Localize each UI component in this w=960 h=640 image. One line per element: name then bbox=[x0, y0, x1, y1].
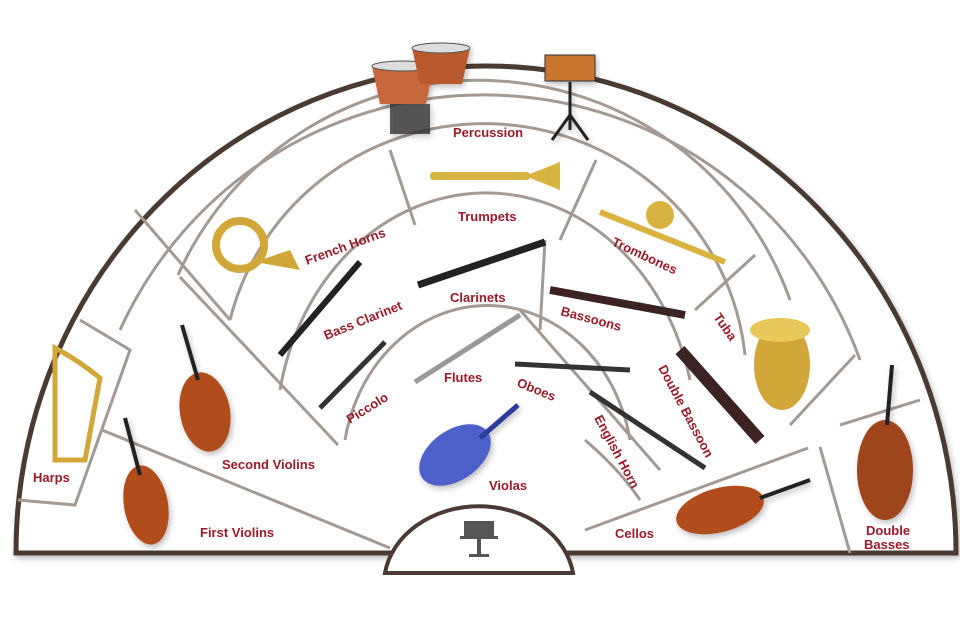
clarinet-icon bbox=[416, 238, 547, 289]
french-horn-icon bbox=[212, 217, 300, 273]
cello-icon bbox=[676, 478, 811, 535]
label-clarinets: Clarinets bbox=[450, 290, 506, 305]
conductor-music-stand-icon bbox=[460, 521, 498, 557]
trombone-icon bbox=[598, 201, 727, 265]
first-violin-icon bbox=[123, 417, 169, 545]
viola-icon bbox=[419, 403, 520, 486]
double-bass-icon bbox=[857, 364, 913, 520]
label-cellos: Cellos bbox=[615, 526, 654, 541]
double-bassoon-icon bbox=[675, 346, 765, 444]
label-harps: Harps bbox=[33, 470, 70, 485]
label-flutes: Flutes bbox=[444, 370, 482, 385]
timpani-icon bbox=[371, 42, 471, 134]
label-violas: Violas bbox=[489, 478, 527, 493]
trumpet-icon bbox=[430, 162, 560, 190]
label-second-violins: Second Violins bbox=[222, 457, 315, 472]
tuba-icon bbox=[750, 318, 810, 410]
bassoon-icon bbox=[549, 286, 686, 319]
label-double-basses-line2: Basses bbox=[864, 537, 910, 552]
snare-drum-icon bbox=[544, 54, 596, 141]
label-percussion: Percussion bbox=[453, 125, 523, 140]
label-first-violins: First Violins bbox=[200, 525, 274, 540]
flute-icon bbox=[413, 312, 522, 385]
second-violin-icon bbox=[179, 324, 231, 452]
label-double-basses-line1: Double bbox=[866, 523, 910, 538]
english-horn-icon bbox=[588, 389, 707, 471]
harp-icon bbox=[52, 343, 103, 463]
oboe-icon bbox=[514, 361, 631, 373]
bass-clarinet-icon bbox=[277, 260, 363, 357]
section-dividers bbox=[17, 78, 921, 554]
label-trumpets: Trumpets bbox=[458, 209, 517, 224]
piccolo-icon bbox=[318, 340, 387, 410]
